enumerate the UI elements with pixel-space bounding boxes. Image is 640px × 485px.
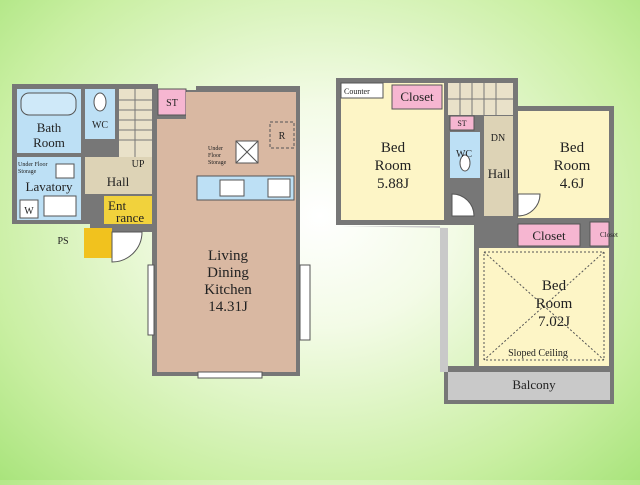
counter-label: Counter bbox=[344, 87, 370, 96]
ldk-window-left bbox=[147, 264, 155, 336]
st-closet-1f bbox=[157, 88, 187, 116]
floor-2 bbox=[336, 78, 614, 404]
st-closet-2f bbox=[449, 115, 475, 131]
bed-room-3 bbox=[479, 248, 609, 366]
bath-label-1: Bath bbox=[37, 120, 62, 135]
ldk-label-2: Dining bbox=[207, 265, 249, 281]
storage-box-1f bbox=[55, 163, 75, 179]
balcony-label: Balcony bbox=[512, 377, 556, 392]
hall-2f bbox=[484, 116, 513, 216]
refrigerator-label: R bbox=[279, 131, 286, 142]
lavatory-label: Lavatory bbox=[26, 179, 73, 194]
refrigerator-box bbox=[269, 121, 295, 149]
ldk-label-3: Kitchen bbox=[204, 282, 252, 298]
wc-label-1f: WC bbox=[92, 120, 108, 131]
hall-label-2f: Hall bbox=[488, 166, 511, 181]
stair-lines-2f bbox=[448, 83, 513, 115]
entrance-door-swing bbox=[111, 231, 143, 263]
ldk-label-1: Living bbox=[208, 248, 248, 264]
yellow-tiles bbox=[84, 228, 112, 258]
sloped-ceiling-box bbox=[483, 251, 605, 361]
ldk-window-right bbox=[299, 264, 311, 341]
sink bbox=[43, 195, 77, 217]
st-label-2f: ST bbox=[457, 119, 466, 128]
hall-1f bbox=[85, 157, 152, 194]
closet-a-label: Closet bbox=[400, 89, 434, 104]
balcony-floor bbox=[340, 226, 610, 400]
dn-label: DN bbox=[491, 133, 505, 144]
labels-floor-2: Counter Closet Bed Room 5.88J ST WC DN H… bbox=[344, 87, 618, 392]
ldk-room bbox=[157, 119, 296, 372]
ldk-window-bottom bbox=[197, 371, 263, 379]
toilet-icon-2f bbox=[459, 154, 471, 172]
bed1-door bbox=[451, 193, 475, 217]
bed3-label-1: Bed bbox=[542, 278, 567, 294]
bathtub bbox=[20, 92, 77, 116]
entrance-label-1: Ent bbox=[108, 198, 126, 213]
counter-box bbox=[340, 82, 384, 99]
st-label-1f: ST bbox=[166, 98, 178, 109]
storage-label-1: Under Floor bbox=[18, 162, 48, 168]
washer-label: W bbox=[24, 206, 34, 217]
kitchen-storage-label-1: Under bbox=[208, 146, 223, 152]
ldk-top-strip bbox=[186, 92, 296, 119]
ps-label: PS bbox=[57, 236, 68, 247]
closet-b bbox=[517, 223, 581, 247]
closet-c bbox=[589, 221, 610, 247]
bath-label-2: Room bbox=[33, 135, 65, 150]
bed2-label-1: Bed bbox=[560, 140, 585, 156]
bed1-label-3: 5.88J bbox=[377, 176, 409, 192]
bed2-label-3: 4.6J bbox=[560, 176, 585, 192]
closet-b-label: Closet bbox=[532, 228, 566, 243]
washer-box bbox=[19, 199, 39, 219]
kitchen-sink bbox=[219, 179, 245, 197]
hall-label-1f: Hall bbox=[107, 174, 130, 189]
sloped-ceiling-label: Sloped Ceiling bbox=[508, 348, 568, 359]
storage-x2 bbox=[235, 140, 259, 164]
kitchen-storage-label-2: Floor bbox=[208, 153, 221, 159]
stair-lines-1f bbox=[119, 89, 152, 157]
up-label: UP bbox=[132, 159, 145, 170]
storage-label-2: Storage bbox=[18, 169, 37, 175]
closet-a bbox=[391, 84, 443, 110]
stove bbox=[267, 178, 291, 198]
kitchen-storage-label-3: Storage bbox=[208, 160, 227, 166]
bed2-door bbox=[517, 193, 541, 217]
floor-1 bbox=[12, 84, 311, 379]
bed2-label-2: Room bbox=[554, 158, 591, 174]
bed3-label-2: Room bbox=[536, 296, 573, 312]
entrance-label-2: rance bbox=[116, 210, 144, 225]
toilet-icon bbox=[93, 92, 107, 112]
closet-c-label: Closet bbox=[600, 231, 618, 239]
bed1-label-1: Bed bbox=[381, 140, 406, 156]
sloped-diag-2 bbox=[483, 251, 605, 361]
ldk-label-4: 14.31J bbox=[208, 299, 248, 315]
bed3-label-3: 7.02J bbox=[538, 314, 570, 330]
entrance bbox=[104, 196, 152, 224]
bed1-label-2: Room bbox=[375, 158, 412, 174]
labels-floor-1: Bath Room WC Under Floor Storage Lavator… bbox=[18, 98, 286, 315]
wc-label-2f: WC bbox=[456, 149, 472, 160]
